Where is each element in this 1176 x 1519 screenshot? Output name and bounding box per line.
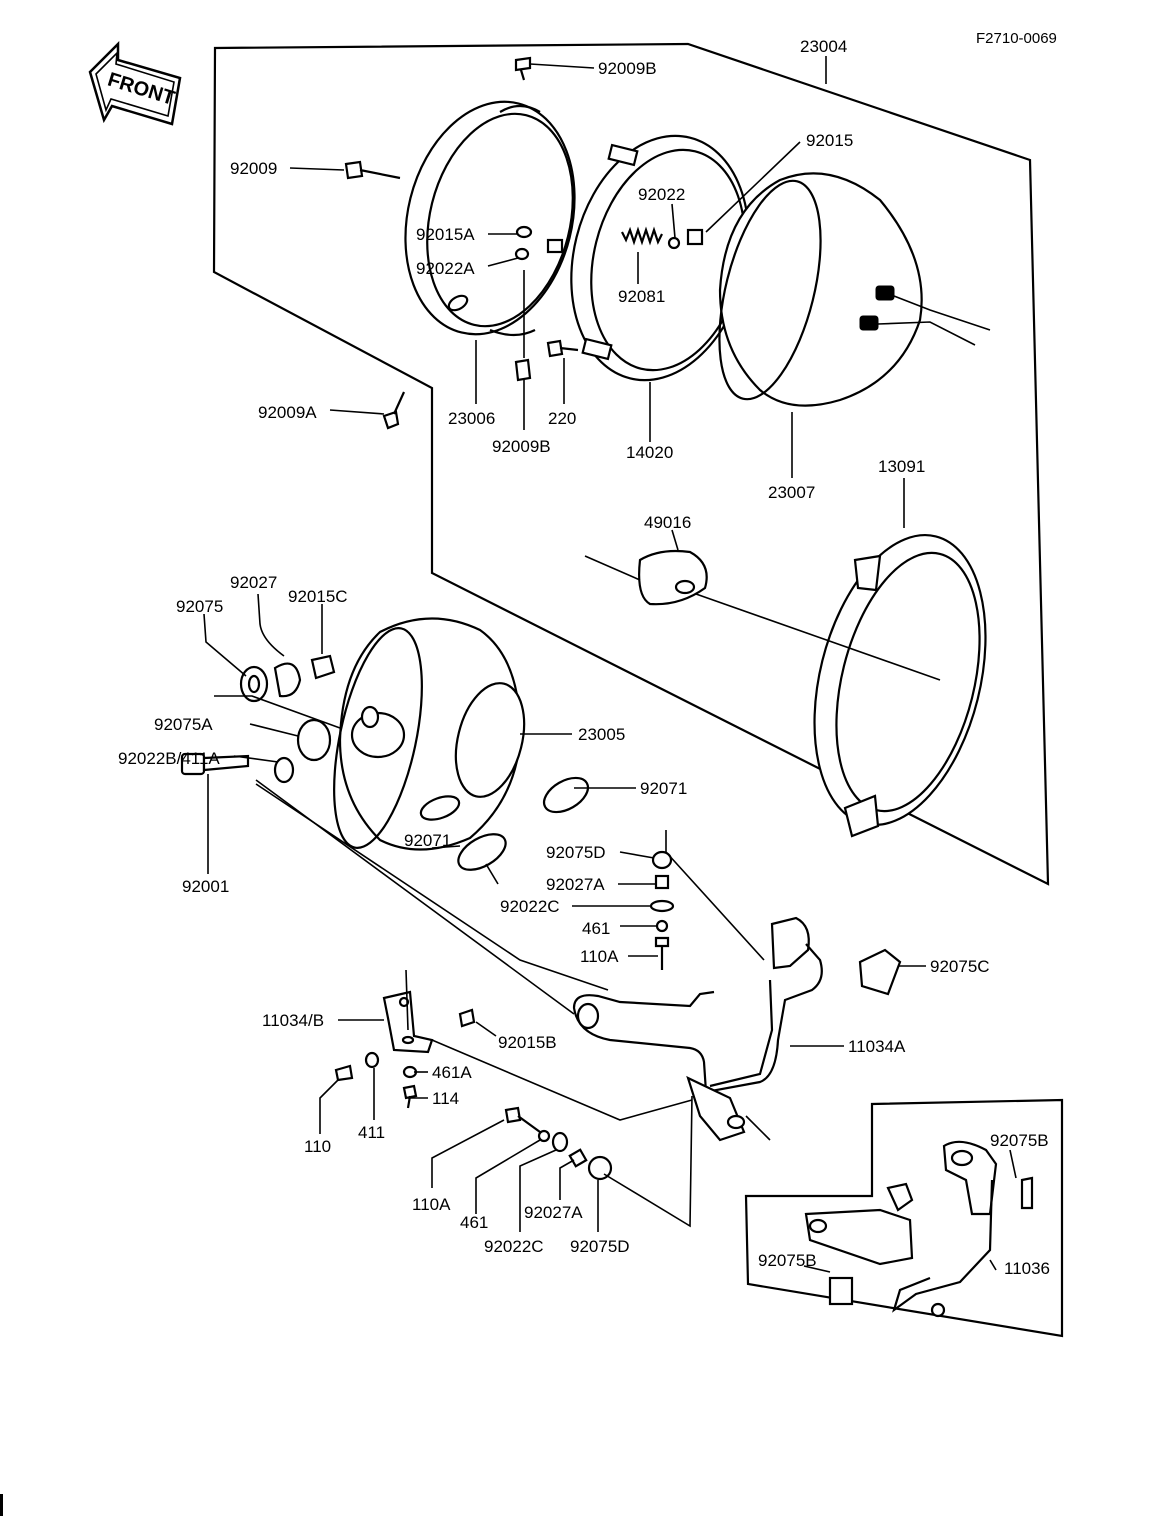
screw-92009 bbox=[344, 160, 401, 180]
nut-92015 bbox=[686, 228, 704, 246]
housing-23005 bbox=[333, 617, 526, 851]
label-92075: 92075 bbox=[176, 597, 223, 616]
washer-92022 bbox=[667, 236, 681, 250]
label-461-bottom: 461 bbox=[460, 1213, 488, 1232]
label-49016: 49016 bbox=[644, 513, 691, 532]
grommet-hole bbox=[247, 674, 261, 694]
label-461-top: 461 bbox=[582, 919, 610, 938]
label-461A: 461A bbox=[432, 1063, 472, 1082]
label-92015B: 92015B bbox=[498, 1033, 557, 1052]
grommet-92075D-top bbox=[651, 850, 673, 870]
grommet-92075D-bottom bbox=[587, 1155, 613, 1181]
rim-23006 bbox=[404, 100, 576, 337]
washer-92022B bbox=[273, 756, 295, 784]
label-92009B-bottom: 92009B bbox=[492, 437, 551, 456]
label-92022: 92022 bbox=[638, 185, 685, 204]
washer-92022A bbox=[514, 247, 530, 261]
label-11034B: 11034/B bbox=[262, 1011, 324, 1030]
label-110A-top: 110A bbox=[580, 947, 619, 966]
label-92015C: 92015C bbox=[288, 587, 348, 606]
bolt-110A-top bbox=[654, 936, 670, 970]
bolt-114 bbox=[402, 1084, 418, 1109]
bolt-110 bbox=[334, 1064, 354, 1082]
label-23007: 23007 bbox=[768, 483, 815, 502]
label-92022B-411A: 92022B/411A bbox=[118, 749, 220, 768]
label-92022C-bottom: 92022C bbox=[484, 1237, 544, 1256]
label-92027A-bottom: 92027A bbox=[524, 1203, 583, 1222]
label-114: 114 bbox=[432, 1089, 459, 1108]
label-92027A-top: 92027A bbox=[546, 875, 605, 894]
label-220: 220 bbox=[548, 409, 576, 428]
rubber-49016 bbox=[584, 549, 941, 681]
grommet-92071-right bbox=[542, 776, 590, 814]
label-92075A: 92075A bbox=[154, 715, 213, 734]
label-92071-left: 92071 bbox=[404, 831, 451, 850]
screw-92009B-bottom bbox=[514, 358, 532, 382]
label-92075B-right: 92075B bbox=[990, 1131, 1049, 1150]
washer-92022C-top bbox=[649, 899, 675, 913]
grommet-92075A bbox=[296, 718, 332, 762]
stay-11034A bbox=[572, 916, 823, 1142]
bolt-92001 bbox=[180, 752, 250, 776]
label-92075D-bottom: 92075D bbox=[570, 1237, 630, 1256]
edge-mark bbox=[0, 1494, 3, 1516]
inset-11036-outline bbox=[744, 1098, 1064, 1338]
label-92075D-top: 92075D bbox=[546, 843, 606, 862]
label-92075C: 92075C bbox=[930, 957, 990, 976]
front-arrow: FRONT bbox=[88, 40, 182, 126]
label-92009A: 92009A bbox=[258, 403, 317, 422]
diagram-code: F2710-0069 bbox=[976, 30, 1057, 47]
collar-92027 bbox=[273, 662, 302, 698]
label-92009: 92009 bbox=[230, 159, 277, 178]
label-92001: 92001 bbox=[182, 877, 229, 896]
label-92022A: 92022A bbox=[416, 259, 475, 278]
label-11036: 11036 bbox=[1004, 1259, 1050, 1278]
label-23005: 23005 bbox=[578, 725, 625, 744]
label-92015A: 92015A bbox=[416, 225, 475, 244]
stay-11036 bbox=[804, 1140, 1034, 1318]
spring-92081 bbox=[621, 226, 663, 246]
label-92071-right: 92071 bbox=[640, 779, 687, 798]
screw-92009A bbox=[382, 391, 406, 430]
label-92015: 92015 bbox=[806, 131, 853, 150]
washer-461-bottom bbox=[537, 1129, 551, 1143]
label-14020: 14020 bbox=[626, 443, 673, 462]
label-110: 110 bbox=[304, 1137, 331, 1156]
screw-92009B-top bbox=[514, 56, 532, 81]
lens-ring-13091 bbox=[813, 533, 987, 838]
washer-92022C-bottom bbox=[551, 1131, 569, 1153]
label-23006: 23006 bbox=[448, 409, 495, 428]
nut-92015C bbox=[310, 654, 336, 680]
label-110A-bottom: 110A bbox=[412, 1195, 451, 1214]
ring-14020 bbox=[546, 134, 750, 382]
nut-92015A bbox=[515, 225, 533, 239]
collar-92027A-top bbox=[654, 874, 670, 890]
label-92009B-top: 92009B bbox=[598, 59, 657, 78]
part-labels: 23004 92009B 92015 92009 92022 92015A 92… bbox=[118, 37, 1050, 1278]
leader-lines bbox=[203, 56, 1017, 1273]
label-92022C-top: 92022C bbox=[500, 897, 560, 916]
damper-92075B-lower bbox=[828, 1276, 854, 1306]
collar-92027A-bottom bbox=[568, 1148, 588, 1168]
label-92027: 92027 bbox=[230, 573, 277, 592]
washer-411 bbox=[364, 1051, 380, 1069]
washer-461-top bbox=[655, 919, 669, 933]
reflector-23007 bbox=[718, 172, 991, 407]
assembly-23004-outline bbox=[212, 42, 1050, 886]
screw-220 bbox=[546, 339, 579, 358]
damper-92075C bbox=[858, 948, 902, 996]
grommet-92071-left bbox=[457, 833, 507, 871]
label-11034A: 11034A bbox=[848, 1037, 906, 1056]
label-13091: 13091 bbox=[878, 457, 925, 476]
label-411: 411 bbox=[358, 1123, 385, 1142]
nut-92015B bbox=[458, 1008, 476, 1028]
label-92075B-left: 92075B bbox=[758, 1251, 817, 1270]
label-92081: 92081 bbox=[618, 287, 665, 306]
label-23004: 23004 bbox=[800, 37, 847, 56]
bolt-110A-bottom bbox=[504, 1106, 541, 1133]
